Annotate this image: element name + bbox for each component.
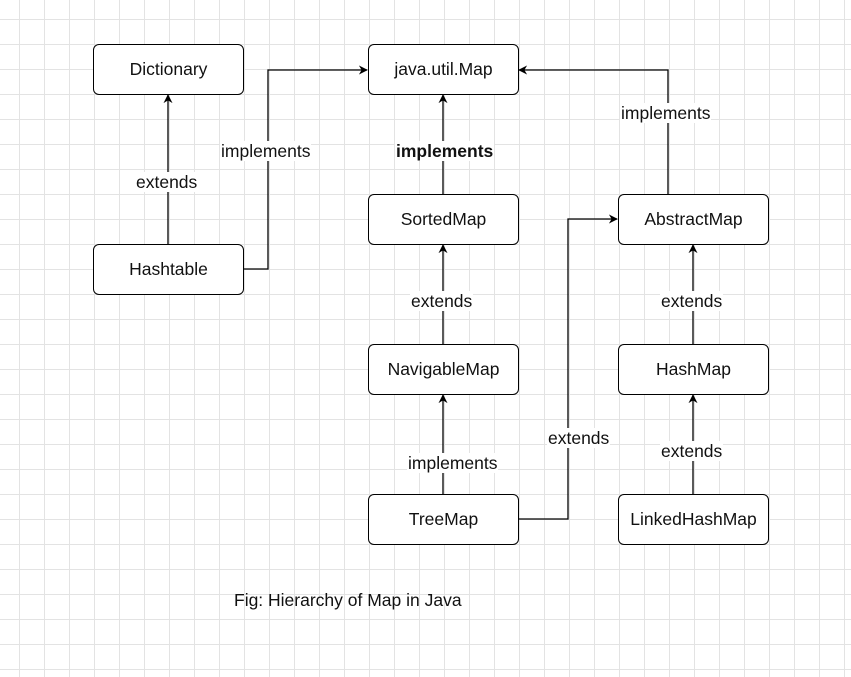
edge-label-abstractmap-implements: implements <box>620 103 712 123</box>
node-hashmap: HashMap <box>618 344 769 395</box>
node-sortedmap: SortedMap <box>368 194 519 245</box>
edge-label-treemap-extends: extends <box>547 428 611 448</box>
node-hashtable: Hashtable <box>93 244 244 295</box>
edge-label-hashtable-implements: implements <box>220 141 312 161</box>
node-dictionary: Dictionary <box>93 44 244 95</box>
node-treemap: TreeMap <box>368 494 519 545</box>
figure-caption: Fig: Hierarchy of Map in Java <box>234 590 462 610</box>
edge-label-hashmap-extends: extends <box>660 291 724 311</box>
edge-label-hashtable-extends: extends <box>135 172 199 192</box>
edge-label-sortedmap-implements: implements <box>395 141 495 161</box>
node-linkedhashmap: LinkedHashMap <box>618 494 769 545</box>
node-navigablemap: NavigableMap <box>368 344 519 395</box>
edge-hashtable-to-map <box>243 65 368 270</box>
edge-label-linkedhashmap-extends: extends <box>660 441 724 461</box>
edge-treemap-to-abstractmap <box>519 214 618 520</box>
edge-label-navigablemap-extends: extends <box>410 291 474 311</box>
edge-abstractmap-to-map <box>518 65 669 194</box>
node-abstractmap: AbstractMap <box>618 194 769 245</box>
edge-label-treemap-implements: implements <box>407 453 499 473</box>
node-java-util-map: java.util.Map <box>368 44 519 95</box>
